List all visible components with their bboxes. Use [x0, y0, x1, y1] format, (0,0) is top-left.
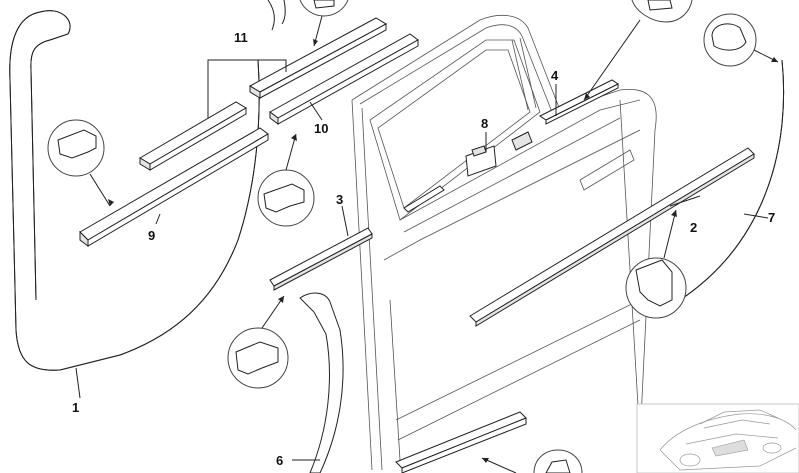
sill-strip	[395, 411, 527, 473]
detail-circle-2	[625, 209, 687, 319]
detail-circle-4	[583, 0, 693, 101]
detail-circle-bottom	[481, 449, 583, 473]
part-3-strip	[269, 227, 373, 291]
leader-3	[341, 205, 349, 237]
leader-10	[309, 101, 323, 121]
part-1-door-seal	[9, 10, 260, 371]
detail-circle-top	[299, 0, 349, 47]
part-11-strip-right	[248, 17, 388, 99]
detail-circle-9	[47, 119, 114, 207]
upper-seal-fragment	[267, 0, 286, 31]
detail-circle-7	[703, 13, 779, 67]
callout-1: 1	[72, 400, 79, 415]
part-4-strip	[539, 79, 619, 125]
leader-1	[75, 367, 81, 399]
leader-7	[743, 213, 769, 219]
part-6-seal	[299, 292, 344, 473]
part-2-moulding	[469, 147, 755, 327]
car-thumbnail	[636, 403, 799, 473]
leader-2	[669, 195, 701, 207]
part-8-clip	[465, 145, 497, 177]
leader-9	[155, 213, 161, 225]
callout-8: 8	[481, 116, 488, 131]
callout-7: 7	[768, 210, 775, 225]
detail-circle-10	[257, 133, 315, 227]
detail-circle-3	[227, 295, 289, 389]
callout-4: 4	[551, 68, 559, 83]
part-11-strip-left	[139, 101, 247, 171]
callout-6: 6	[276, 453, 283, 468]
callout-10: 10	[314, 121, 328, 136]
callout-3: 3	[336, 192, 343, 207]
callout-11-bracket	[207, 59, 287, 86]
callout-11: 11	[234, 30, 248, 45]
callout-2: 2	[690, 220, 697, 235]
window-strip	[403, 131, 533, 213]
part-10-strip	[269, 33, 419, 125]
part-7-seal	[679, 59, 785, 301]
callout-9: 9	[148, 228, 155, 243]
part-9-strip	[79, 127, 269, 247]
